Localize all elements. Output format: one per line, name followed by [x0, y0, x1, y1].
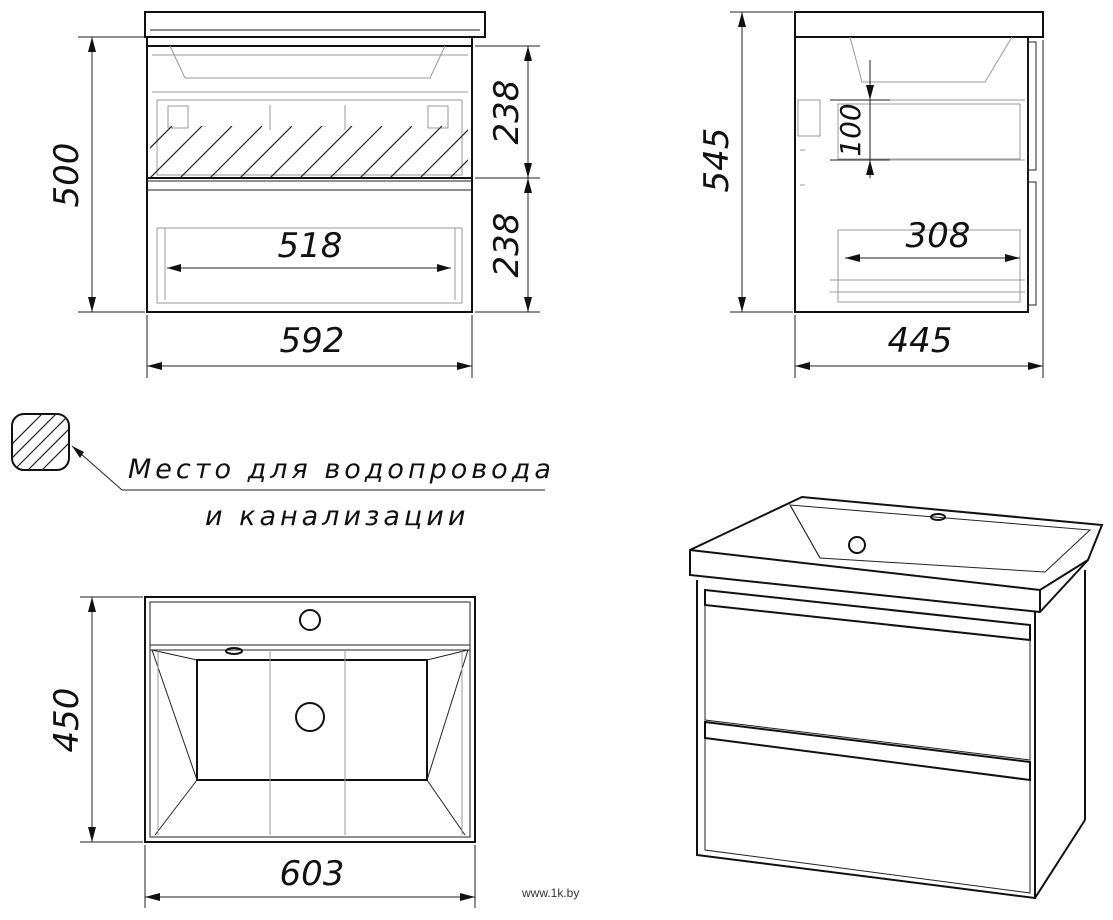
top-width-label: 603 [280, 854, 345, 894]
legend: Место для водопровода и канализации [11, 413, 555, 532]
front-total-height-label: 500 [47, 143, 87, 208]
top-faucet-hole [299, 609, 321, 631]
side-inset-label: 100 [834, 103, 867, 156]
side-drawer-depth-label: 308 [906, 216, 971, 256]
front-inner-width-label: 518 [278, 226, 343, 266]
isometric-view [689, 495, 1104, 900]
legend-hatch-swatch [11, 413, 70, 471]
top-drain-hole [295, 702, 325, 732]
side-depth-label: 445 [888, 321, 953, 361]
site-credit: www.1k.by [521, 886, 579, 900]
front-width-label: 592 [280, 321, 345, 361]
top-depth-label: 450 [47, 688, 87, 753]
top-view: 450 603 [47, 596, 476, 908]
plumbing-zone-hatch [150, 126, 468, 178]
side-height-label: 545 [697, 128, 737, 193]
side-view: 100 308 545 445 [697, 11, 1044, 378]
front-top-drawer-height-label: 238 [487, 80, 527, 145]
legend-line-1: Место для водопровода [128, 454, 555, 485]
legend-line-2: и канализации [205, 501, 469, 532]
front-bottom-drawer-height-label: 238 [487, 213, 527, 278]
iso-drain-hole [848, 536, 866, 554]
front-view: 518 500 238 238 592 [47, 11, 540, 378]
